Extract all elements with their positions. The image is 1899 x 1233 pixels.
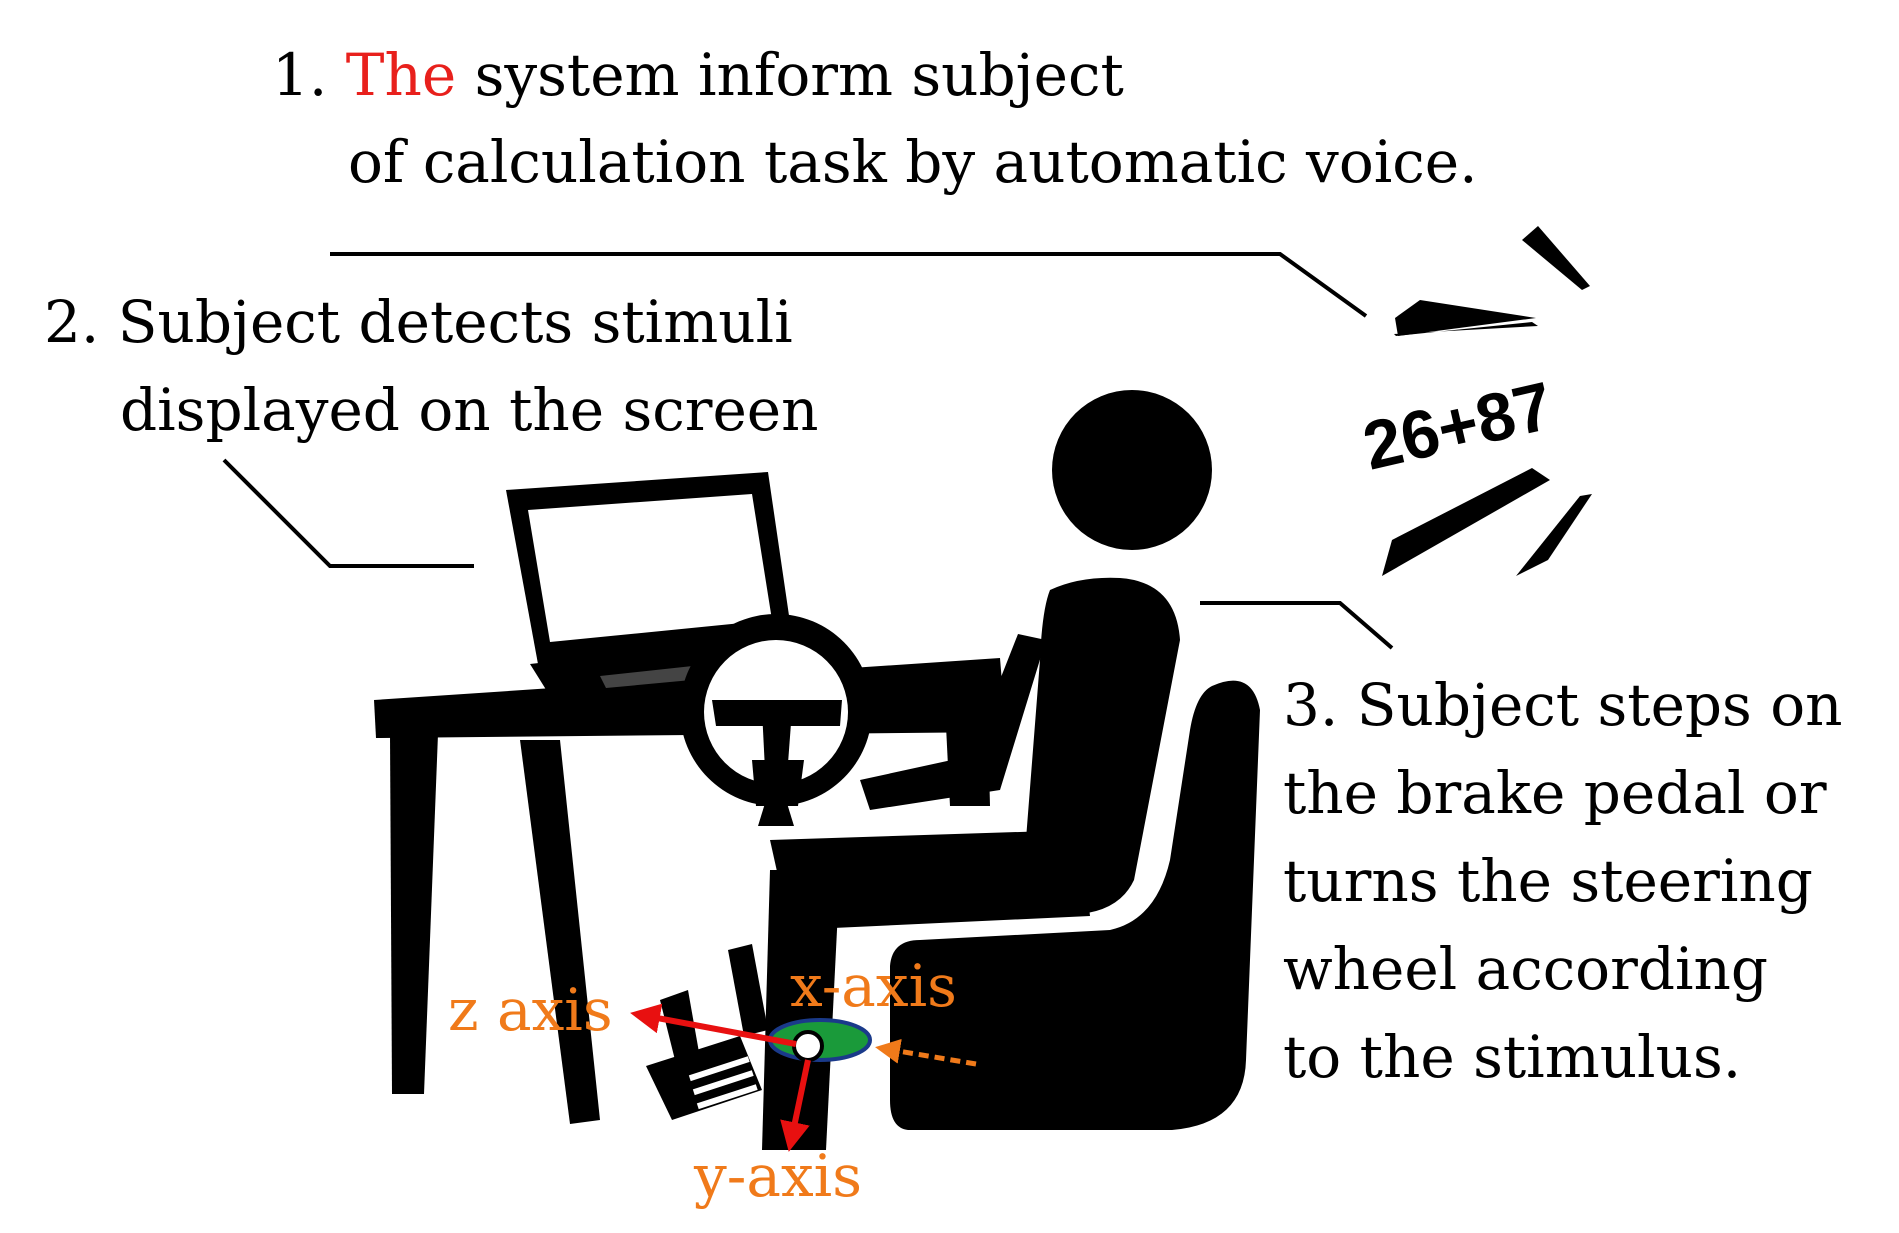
y-axis-arrow xyxy=(780,1059,811,1152)
imu-origin-icon xyxy=(792,1030,824,1062)
step1-line-1: 1. The system inform subject xyxy=(272,41,1124,109)
z-axis-label: z axis xyxy=(448,976,613,1044)
step3-line-2: the brake pedal or xyxy=(1283,759,1827,827)
x-axis-label: x-axis xyxy=(790,952,957,1020)
step2-line-1: 2. Subject detects stimuli xyxy=(44,288,793,356)
steering-wheel-icon xyxy=(680,614,872,826)
person-icon xyxy=(762,390,1212,1150)
step3-line-3: turns the steering xyxy=(1283,847,1813,915)
voice-burst-icon xyxy=(1382,226,1592,576)
step1-line-2: of calculation task by automatic voice. xyxy=(348,128,1478,196)
pedals-icon xyxy=(646,944,768,1120)
step3-line-4: wheel according xyxy=(1283,935,1768,1003)
imu-label: IMU xyxy=(986,1028,1126,1101)
step1-leader-line xyxy=(330,252,1368,318)
voice-calculation-text: 26+87 xyxy=(1356,368,1559,485)
imu-pointer-arrow xyxy=(875,1038,977,1067)
seat-icon xyxy=(890,680,1260,1130)
step3-leader-line xyxy=(1200,601,1394,650)
step3-line-5: to the stimulus. xyxy=(1283,1023,1741,1091)
step1-highlight: The xyxy=(346,41,456,109)
z-axis-arrow xyxy=(630,1003,797,1047)
step2-leader-line xyxy=(222,458,474,568)
step3-line-1: 3. Subject steps on xyxy=(1283,671,1843,739)
step2-line-2: displayed on the screen xyxy=(120,376,818,444)
y-axis-label: y-axis xyxy=(693,1142,862,1210)
